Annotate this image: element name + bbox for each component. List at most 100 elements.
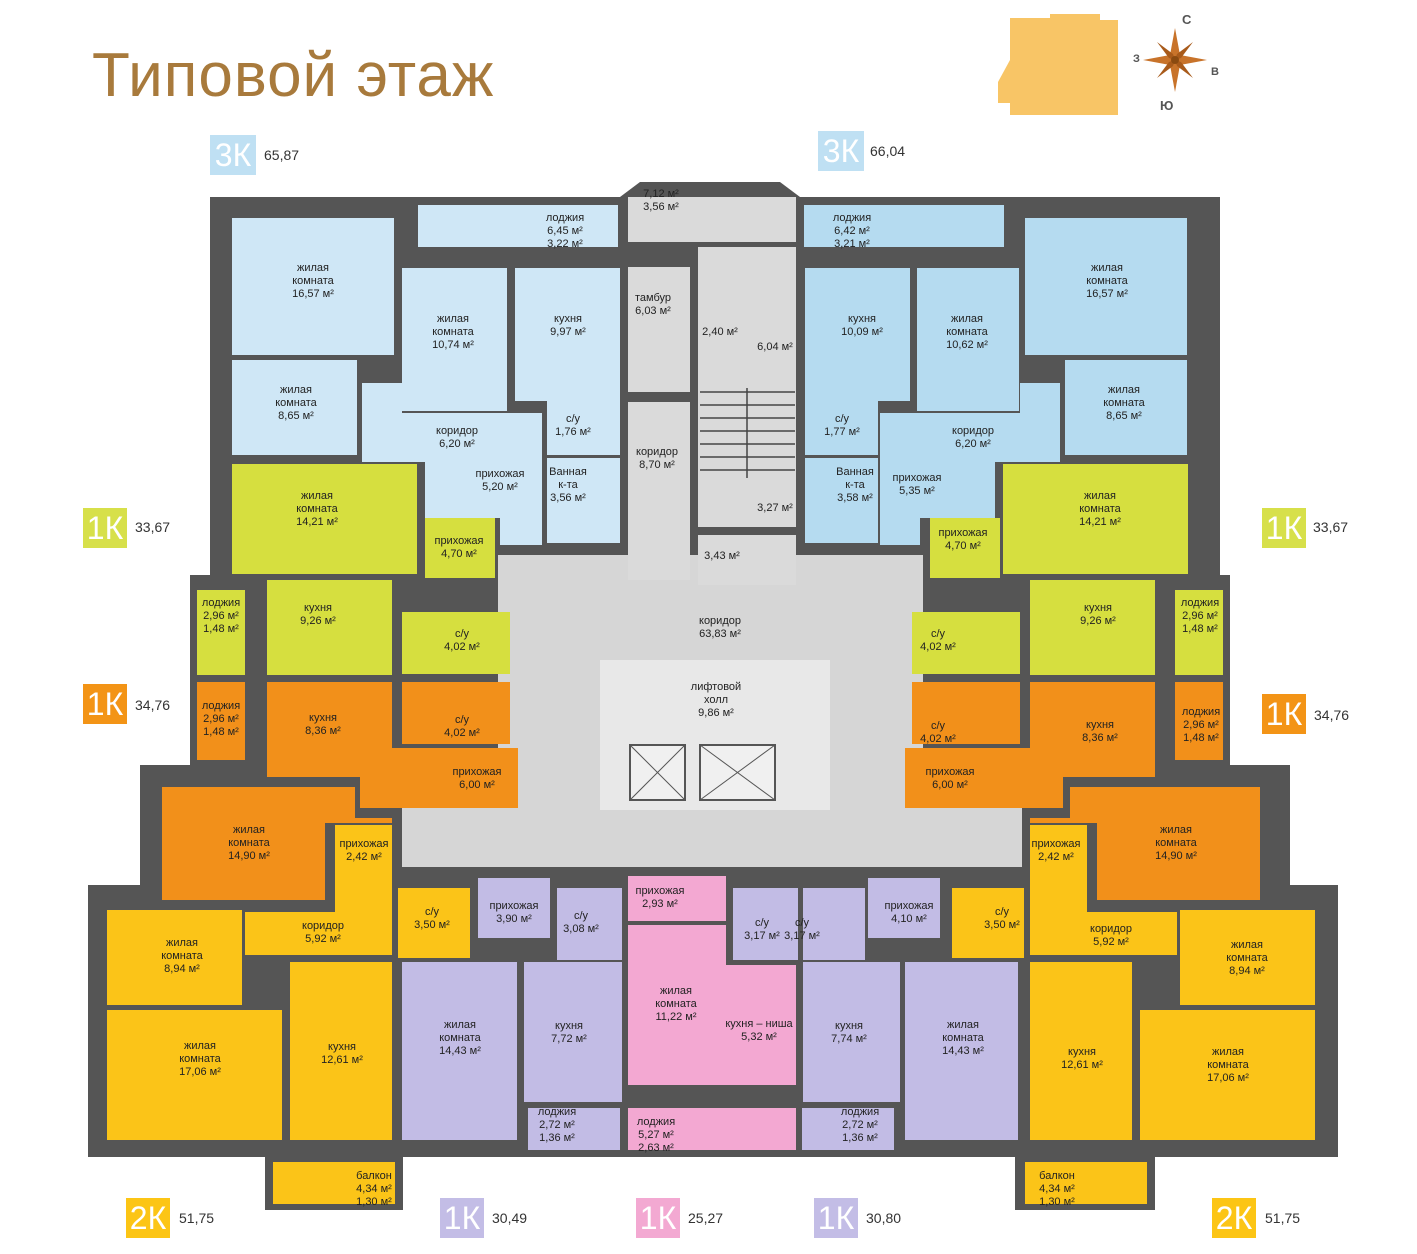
room-area: 12,61 м² — [321, 1054, 363, 1066]
room-name: прихожая — [635, 885, 685, 897]
room-name: кухня — [1086, 719, 1114, 731]
room-name: с/у — [754, 917, 770, 929]
room-area: 2,72 м² 1,36 м² — [842, 1119, 878, 1144]
apartment-badge-1k-green-left: 1К — [83, 508, 127, 548]
room-area: 11,22 м² — [655, 1011, 697, 1023]
room-area: 5,27 м² 2,63 м² — [638, 1129, 674, 1154]
room-name: с/у — [834, 413, 850, 425]
room-name: коридор — [436, 425, 478, 437]
apartment-badge-1k-orange-right: 1К — [1262, 694, 1306, 734]
room-name: с/у — [565, 413, 581, 425]
room-name: лифтовой холл — [690, 681, 742, 706]
room-name: лоджия — [1181, 706, 1221, 718]
room-area: 1,76 м² — [555, 426, 591, 438]
room-area: 6,45 м² 3,22 м² — [547, 225, 583, 250]
room-area: 9,86 м² — [698, 707, 734, 719]
room-name: прихожая — [434, 535, 484, 547]
apartment-area-1k-green-right: 33,67 — [1313, 519, 1349, 535]
room-area: 5,20 м² — [482, 481, 518, 493]
room-area: 4,10 м² — [891, 913, 927, 925]
apartment-badge-3k-left: 3К — [210, 135, 256, 175]
room-name: жилая комната — [439, 1019, 481, 1044]
apartment-3k-left — [232, 205, 620, 545]
room-name: жилая комната — [946, 313, 988, 338]
apartment-area-1k-orange-left: 34,76 — [135, 697, 171, 713]
room-area: 7,74 м² — [831, 1033, 867, 1045]
apartment-badge-1k-purple-left: 1К — [440, 1198, 484, 1238]
room-name: прихожая — [892, 472, 942, 484]
apartment-badge-1k-green-right: 1К — [1262, 508, 1306, 548]
room-name: прихожая — [452, 766, 502, 778]
room-area: 3,27 м² — [757, 502, 793, 514]
apartment-1k-green-left — [197, 464, 510, 675]
room-area: 5,92 м² — [1093, 936, 1129, 948]
room-name: жилая комната — [1226, 939, 1268, 964]
room-name: лоджия — [537, 1106, 577, 1118]
room-name: прихожая — [339, 838, 389, 850]
page-title: Типовой этаж — [92, 41, 495, 110]
room-name: коридор — [302, 920, 344, 932]
apartment-badge-3k-right: 3К — [818, 131, 864, 171]
room-name: прихожая — [884, 900, 934, 912]
apartment-area-2k-left: 51,75 — [179, 1210, 215, 1226]
apartment-area-3k-right: 66,04 — [870, 143, 906, 159]
room-name: кухня — [309, 712, 337, 724]
room-name: жилая комната — [296, 490, 338, 515]
apartment-area-1k-purple-left: 30,49 — [492, 1210, 528, 1226]
room-name: с/у — [930, 628, 946, 640]
apartment-3k-right — [804, 205, 1187, 545]
room-area: 14,90 м² — [228, 850, 270, 862]
room-area: 8,94 м² — [164, 963, 200, 975]
room-name: лоджия — [201, 700, 241, 712]
compass-icon: С Ю З В — [998, 12, 1219, 115]
room-area: 4,70 м² — [441, 548, 477, 560]
room-area: 14,21 м² — [1079, 516, 1121, 528]
room-name: тамбур — [634, 292, 672, 304]
compass-east-label: В — [1211, 66, 1219, 78]
room-area: 10,09 м² — [841, 326, 883, 338]
apartment-1k-green-right — [912, 464, 1223, 675]
room-name: кухня — [554, 313, 582, 325]
apartment-badge-1k-purple-right: 1К — [814, 1198, 858, 1238]
room-label: 2,40 м² — [702, 326, 738, 339]
apartment-area-1k-pink: 25,27 — [688, 1210, 724, 1226]
room-area: 2,72 м² 1,36 м² — [539, 1119, 575, 1144]
room-name: жилая комната — [1207, 1046, 1249, 1071]
room-area: 16,57 м² — [1086, 288, 1128, 300]
room-name: жилая комната — [1079, 490, 1121, 515]
room-label: 3,43 м² — [704, 550, 740, 563]
room-name: кухня — [328, 1041, 356, 1053]
room-area: 3,50 м² — [984, 919, 1020, 931]
room-name: с/у — [994, 906, 1010, 918]
apartment-area-1k-green-left: 33,67 — [135, 519, 171, 535]
room-name: коридор — [952, 425, 994, 437]
apartment-badge-1k-pink: 1К — [636, 1198, 680, 1238]
apartment-1k-purple-right — [733, 878, 1018, 1150]
room-area: 1,77 м² — [824, 426, 860, 438]
room-name: прихожая — [925, 766, 975, 778]
room-area: 3,43 м² — [704, 550, 740, 562]
room-name: с/у — [454, 714, 470, 726]
